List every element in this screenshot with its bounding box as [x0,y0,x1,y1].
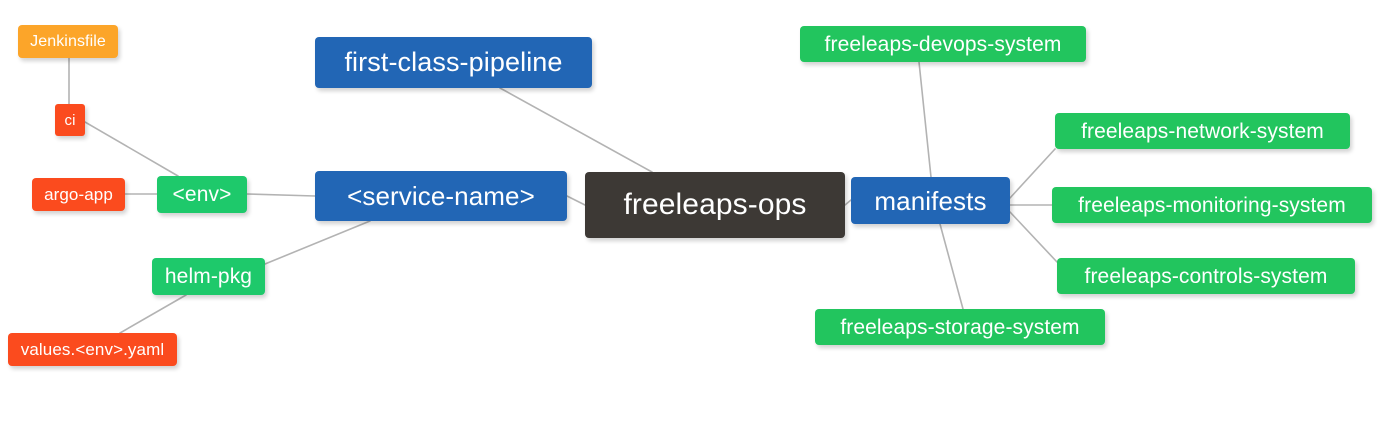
edge-service-name-to-helm-pkg [264,220,371,265]
edge-freeleaps-ops-to-first-class-pipeline [499,87,653,173]
node-label-ci: ci [64,111,76,129]
node-label-env: <env> [172,183,232,206]
node-values-env-yaml[interactable]: values.<env>.yaml [8,333,177,366]
edge-manifests-to-freeleaps-storage-system [939,223,964,310]
node-jenkinsfile[interactable]: Jenkinsfile [18,25,118,58]
node-label-freeleaps-ops: freeleaps-ops [623,188,807,221]
edge-manifests-to-freeleaps-controls-system [1009,211,1058,263]
node-label-argo-app: argo-app [44,185,113,204]
node-helm-pkg[interactable]: helm-pkg [152,258,265,295]
node-argo-app[interactable]: argo-app [32,178,125,211]
node-label-freeleaps-storage-system: freeleaps-storage-system [840,315,1080,339]
edge-env-to-ci [84,121,179,177]
node-ci[interactable]: ci [55,104,85,136]
node-label-first-class-pipeline: first-class-pipeline [344,47,563,77]
node-label-service-name: <service-name> [347,181,535,211]
edge-helm-pkg-to-values-env-yaml [119,294,187,334]
node-freeleaps-ops[interactable]: freeleaps-ops [585,172,845,238]
node-freeleaps-monitoring-system[interactable]: freeleaps-monitoring-system [1052,187,1372,223]
node-freeleaps-network-system[interactable]: freeleaps-network-system [1055,113,1350,149]
node-label-freeleaps-monitoring-system: freeleaps-monitoring-system [1078,193,1346,217]
edge-service-name-to-env [246,193,316,197]
node-label-freeleaps-network-system: freeleaps-network-system [1081,119,1324,143]
node-env[interactable]: <env> [157,176,247,213]
node-label-values-env-yaml: values.<env>.yaml [20,340,165,359]
node-label-helm-pkg: helm-pkg [164,265,253,288]
edge-freeleaps-ops-to-service-name [566,195,586,206]
edge-manifests-to-freeleaps-network-system [1009,148,1056,199]
node-first-class-pipeline[interactable]: first-class-pipeline [315,37,592,88]
node-service-name[interactable]: <service-name> [315,171,567,221]
node-label-freeleaps-controls-system: freeleaps-controls-system [1084,264,1328,288]
node-freeleaps-storage-system[interactable]: freeleaps-storage-system [815,309,1105,345]
edge-manifests-to-freeleaps-devops-system [918,61,932,178]
node-manifests[interactable]: manifests [851,177,1010,224]
node-label-freeleaps-devops-system: freeleaps-devops-system [824,32,1062,56]
node-label-jenkinsfile: Jenkinsfile [30,32,106,50]
node-freeleaps-controls-system[interactable]: freeleaps-controls-system [1057,258,1355,294]
node-freeleaps-devops-system[interactable]: freeleaps-devops-system [800,26,1086,62]
node-label-manifests: manifests [874,185,987,216]
